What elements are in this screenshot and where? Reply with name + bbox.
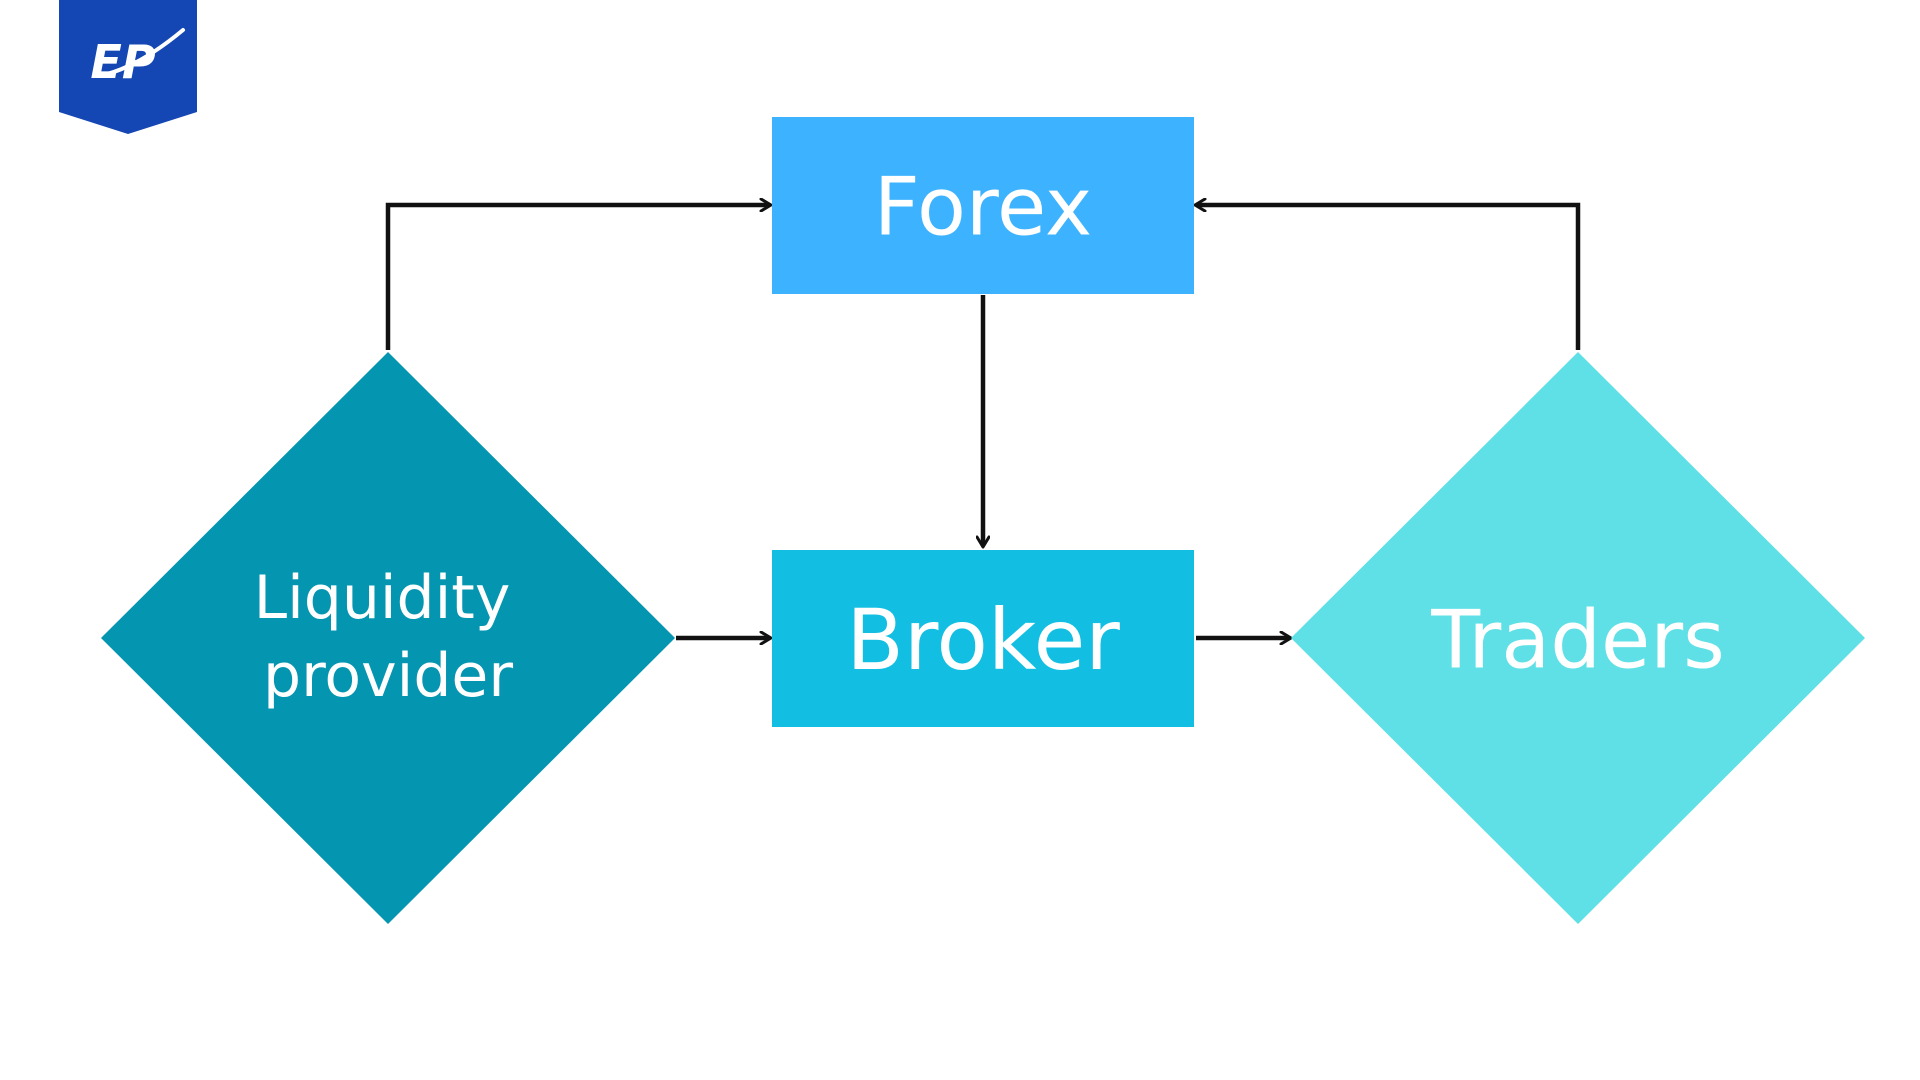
node-traders-diamond (1291, 352, 1865, 924)
node-liquidity-provider-label-line2: provider (263, 641, 513, 711)
node-forex: Forex (772, 117, 1194, 294)
logo-text: EP (90, 35, 155, 89)
node-traders: Traders (1291, 352, 1865, 924)
node-traders-label: Traders (1430, 594, 1725, 687)
node-broker-box (772, 550, 1194, 727)
logo-icon: EP (59, 0, 197, 134)
edge-liquidity-to-forex (385, 205, 770, 350)
node-broker: Broker (772, 550, 1194, 727)
node-liquidity-provider-diamond (101, 352, 675, 924)
node-forex-box (772, 117, 1194, 294)
node-liquidity-provider: Liquidity provider (101, 352, 675, 924)
logo-badge: EP (59, 0, 197, 136)
node-broker-label: Broker (846, 591, 1120, 689)
node-forex-label: Forex (874, 161, 1092, 254)
edge-traders-to-forex (1196, 205, 1581, 350)
node-liquidity-provider-label-line1: Liquidity (254, 563, 511, 633)
